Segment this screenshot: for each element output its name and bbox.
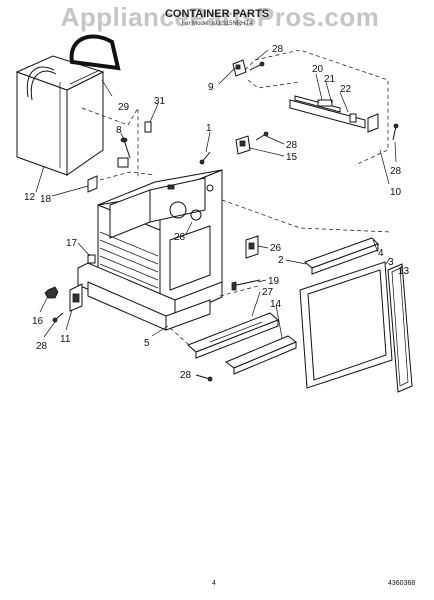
- callout-label: 28: [286, 140, 298, 151]
- screw-19: [231, 279, 261, 291]
- callout-label: 28: [180, 370, 192, 381]
- screw-top-28: [249, 61, 265, 71]
- screw-1: [199, 151, 211, 165]
- callout-label: 26: [270, 243, 282, 254]
- callout-label: 5: [144, 338, 150, 349]
- screw-bottom-28: [195, 374, 213, 382]
- grille-27: [187, 312, 279, 359]
- callout-label: 12: [24, 192, 36, 203]
- screw-31: [144, 121, 152, 133]
- clip-26: [245, 235, 259, 259]
- hinge-rail-assembly: [289, 95, 379, 133]
- callout-label: 1: [206, 123, 212, 134]
- callout-label: 4: [378, 248, 384, 259]
- callout-label: 8: [116, 125, 122, 136]
- callout-label: 14: [270, 299, 282, 310]
- callout-label: 16: [32, 316, 44, 327]
- bracket-15: [235, 135, 251, 155]
- callout-label: 10: [390, 187, 402, 198]
- callout-label: 18: [40, 194, 52, 205]
- callout-label: 28: [36, 341, 48, 352]
- callout-label: 13: [398, 266, 410, 277]
- callout-label: 3: [388, 257, 394, 268]
- bracket-18: [87, 175, 98, 193]
- cabinet-base: [77, 262, 223, 331]
- screw-right-28: [392, 123, 399, 141]
- callout-label: 17: [66, 238, 78, 249]
- door-gasket-13: [387, 263, 413, 393]
- door-panel-3: [299, 261, 393, 389]
- hinge-bracket-9: [232, 59, 247, 77]
- diagram-title: CONTAINER PARTS: [164, 8, 270, 20]
- nut-16: [44, 286, 59, 299]
- callout-label: 15: [286, 152, 298, 163]
- clip-right-bag: [117, 157, 129, 168]
- screw-left-28: [52, 312, 64, 323]
- callout-labels: 28 29 9 20 21 22 31 1 8 28 15 12 18 28 1…: [24, 44, 410, 381]
- callout-label: 22: [340, 84, 352, 95]
- callout-label: 19: [268, 276, 280, 287]
- leveling-leg: [87, 254, 96, 264]
- callout-label: 20: [312, 64, 324, 75]
- container-bag: [15, 55, 105, 176]
- door-handle-2: [304, 237, 379, 275]
- kickplate-14: [225, 335, 297, 375]
- diagram-subtitle: For Model: KUIS15NRHT4: [181, 21, 253, 27]
- callout-label: 29: [118, 102, 130, 113]
- callout-label: 28: [174, 232, 186, 243]
- callout-label: 2: [278, 255, 284, 266]
- callout-label: 27: [262, 287, 274, 298]
- callout-label: 28: [272, 44, 284, 55]
- callout-label: 31: [154, 96, 166, 107]
- watermark: AppliancePartsPros.com: [60, 2, 380, 32]
- callout-label: 11: [60, 334, 71, 345]
- callout-label: 9: [208, 82, 214, 93]
- cabinet-body: [97, 169, 223, 309]
- container-handle: [69, 34, 121, 71]
- document-number: 4360368: [388, 580, 416, 587]
- callout-label: 21: [324, 74, 336, 85]
- callout-label: 28: [390, 166, 402, 177]
- bracket-11: [69, 283, 83, 312]
- leader-lines: [35, 49, 403, 339]
- screw-8: [120, 137, 131, 159]
- page-number: 4: [212, 580, 216, 587]
